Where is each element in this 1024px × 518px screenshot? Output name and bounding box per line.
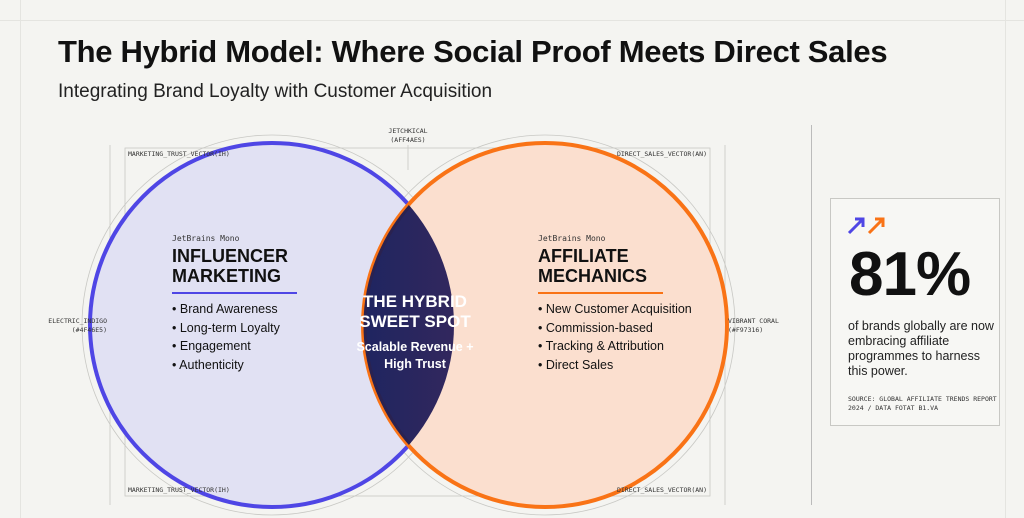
list-item: Long-term Loyalty xyxy=(172,319,297,338)
heading-underline xyxy=(538,292,663,294)
list-item: Commission-based xyxy=(538,319,692,338)
font-note: JetBrains Mono xyxy=(172,234,240,243)
divider xyxy=(811,125,812,505)
hybrid-overlap-lens xyxy=(363,143,454,507)
annotation-top-right: DIRECT_SALES_VECTOR(AN) xyxy=(617,150,707,158)
stat-card: 81% of brands globally are now embracing… xyxy=(830,198,1000,426)
page-title: The Hybrid Model: Where Social Proof Mee… xyxy=(58,34,888,69)
annotation-bottom-right: DIRECT_SALES_VECTOR(AN) xyxy=(617,486,707,494)
stat-value: 81% xyxy=(849,240,971,309)
list-item: Brand Awareness xyxy=(172,300,297,319)
annotation-left-color: ELECTRIC_INDIGO xyxy=(48,317,107,325)
page-subtitle: Integrating Brand Loyalty with Customer … xyxy=(58,81,493,102)
list-item: Authenticity xyxy=(172,356,297,375)
grid-line xyxy=(20,0,21,518)
font-note: JetBrains Mono xyxy=(538,234,606,243)
annotation-right-hex: (#F97316) xyxy=(728,326,763,334)
annotation-top-center-code: (AFF4AES) xyxy=(390,136,425,144)
heading-underline xyxy=(172,292,297,294)
stat-text: of brands globally are now embracing aff… xyxy=(848,319,994,378)
annotation-left-hex: (#4F46E5) xyxy=(72,326,107,334)
annotation-top-center: JETCHKICAL xyxy=(388,127,427,135)
list-item: Direct Sales xyxy=(538,356,692,375)
growth-arrows-icon xyxy=(847,217,885,235)
list-item: Tracking & Attribution xyxy=(538,337,692,356)
hybrid-subtext: Scalable Revenue +High Trust xyxy=(356,340,474,371)
grid-line xyxy=(0,20,1024,21)
annotation-top-left: MARKETING_TRUST_VECTOR(IH) xyxy=(128,150,230,158)
grid-line xyxy=(1005,0,1006,518)
annotation-bottom-left: MARKETING_TRUST_VECTOR(IH) xyxy=(128,486,230,494)
annotation-right-color: VIBRANT CORAL xyxy=(728,317,779,325)
list-item: New Customer Acquisition xyxy=(538,300,692,319)
list-item: Engagement xyxy=(172,337,297,356)
